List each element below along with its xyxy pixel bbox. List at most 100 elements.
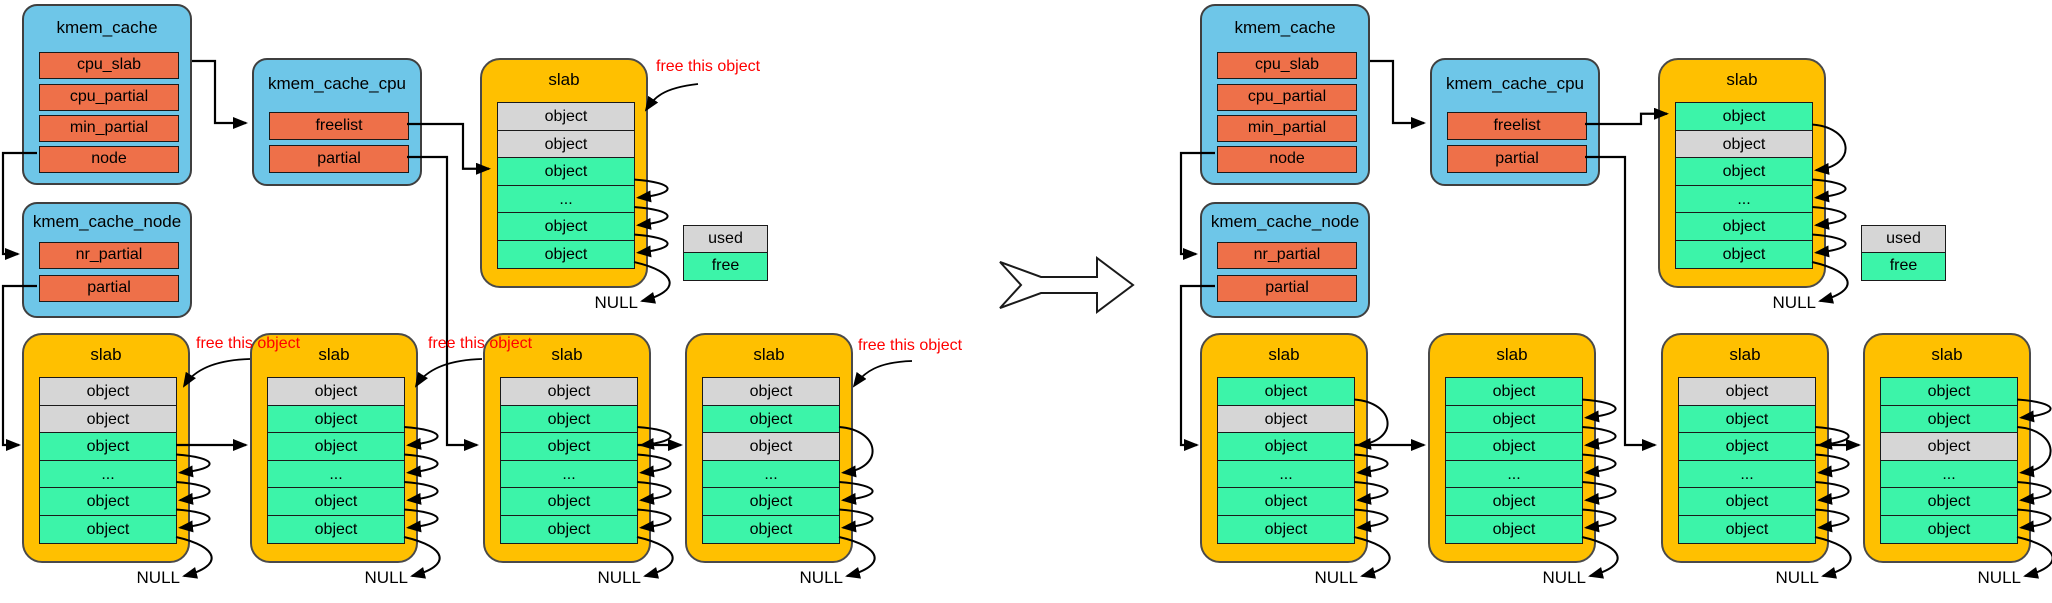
kmem_cache-field-node: node	[1217, 146, 1357, 173]
legend-free: free	[683, 252, 768, 282]
kmem_cache_cpu-title: kmem_cache_cpu	[268, 74, 406, 93]
slab-object-row-free: object	[267, 432, 405, 462]
slab-object-row-free: ...	[1217, 459, 1355, 489]
slab-object-row-free: object	[1675, 212, 1813, 242]
slab-title: slab	[1726, 70, 1758, 89]
legend-used: used	[683, 225, 768, 254]
slab-object-row-free: object	[500, 487, 638, 517]
slab-object-row-free: object	[1445, 404, 1583, 434]
slab-object-row-free: object	[1678, 404, 1816, 434]
slab-object-row-free: object	[1445, 514, 1583, 544]
slab-object-row-free: ...	[1678, 459, 1816, 489]
slab-object-row-free: object	[702, 514, 840, 544]
null-label: NULL	[1542, 568, 1586, 587]
kmem_cache_node-field-nr_partial: nr_partial	[1217, 242, 1357, 269]
slab-object-row-free: object	[39, 432, 177, 462]
slab-object-row-free: object	[1675, 239, 1813, 269]
null-label: NULL	[136, 568, 180, 587]
slab-object-row-used: object	[267, 377, 405, 407]
slab-object-row-free: object	[1445, 377, 1583, 407]
slab-object-row-free: object	[500, 432, 638, 462]
slab-title: slab	[1496, 345, 1528, 364]
null-label: NULL	[1977, 568, 2021, 587]
null-label: NULL	[799, 568, 843, 587]
slab-object-row-used: object	[1217, 404, 1355, 434]
kmem_cache_node-field-nr_partial: nr_partial	[39, 242, 179, 269]
slab-object-row-free: object	[500, 514, 638, 544]
slab-object-row-free: object	[267, 514, 405, 544]
null-label: NULL	[364, 568, 408, 587]
kmem_cache_cpu-box: kmem_cache_cpu freelist partial	[252, 58, 422, 186]
kmem_cache_cpu-field-freelist: freelist	[269, 112, 409, 140]
slab-object-row-used: object	[702, 432, 840, 462]
cpu-slab-to-kmem-cache-cpu	[192, 59, 248, 129]
null-label: NULL	[594, 293, 638, 312]
slab-object-row-free: object	[1675, 157, 1813, 187]
slab-object-row-used: object	[702, 377, 840, 407]
kmem_cache-field-node: node	[39, 146, 179, 173]
annotation-arrow	[414, 358, 483, 388]
cpu-slab-to-kmem-cache-cpu	[1370, 59, 1426, 129]
kmem_cache-field-cpu_slab: cpu_slab	[1217, 52, 1357, 79]
transition-arrow	[999, 256, 1135, 314]
slab-object-row-free: object	[1678, 432, 1816, 462]
kmem_cache-title: kmem_cache	[56, 18, 158, 37]
annotation-free-this-object: free this object	[656, 58, 761, 75]
kmem_cache_cpu-title: kmem_cache_cpu	[1446, 74, 1584, 93]
slab-object-row-free: ...	[267, 459, 405, 489]
slab-object-row-free: object	[1880, 377, 2018, 407]
kmem_cache_cpu-field-partial: partial	[1447, 145, 1587, 173]
slab-object-row-used: object	[497, 129, 635, 159]
kmem_cache_cpu-field-partial: partial	[269, 145, 409, 173]
slab-object-row-used: object	[497, 102, 635, 132]
slab-object-row-free: object	[702, 404, 840, 434]
annotation-arrow	[852, 360, 913, 388]
legend-used: used	[1861, 225, 1946, 254]
slab-title: slab	[90, 345, 122, 364]
slab-object-row-free: object	[1675, 102, 1813, 132]
slab-object-row-free: ...	[702, 459, 840, 489]
slab-object-row-used: object	[1678, 377, 1816, 407]
kmem_cache-field-cpu_partial: cpu_partial	[39, 84, 179, 111]
null-label: NULL	[1314, 568, 1358, 587]
slab-object-row-free: object	[497, 212, 635, 242]
kmem_cache-field-cpu_slab: cpu_slab	[39, 52, 179, 79]
null-label: NULL	[1775, 568, 1819, 587]
slab-title: slab	[551, 345, 583, 364]
slab-object-row-used: object	[1675, 129, 1813, 159]
slab-object-row-free: object	[497, 157, 635, 187]
annotation-free-this-object: free this object	[428, 335, 533, 352]
kmem_cache_node-title: kmem_cache_node	[1210, 212, 1360, 231]
slab-object-row-free: object	[267, 404, 405, 434]
annotation-arrow	[182, 358, 251, 388]
slab-object-row-free: object	[1880, 514, 2018, 544]
slab-object-row-free: object	[1217, 487, 1355, 517]
slab-object-row-free: ...	[1445, 459, 1583, 489]
slab-object-row-free: object	[1880, 404, 2018, 434]
slab-object-row-free: ...	[497, 184, 635, 214]
kmem_cache-field-cpu_partial: cpu_partial	[1217, 84, 1357, 111]
slab-object-row-free: object	[267, 487, 405, 517]
legend-free: free	[1861, 252, 1946, 282]
annotation-free-this-object: free this object	[196, 335, 301, 352]
slab-object-row-free: object	[500, 404, 638, 434]
kmem_cache-title: kmem_cache	[1234, 18, 1336, 37]
kmem_cache_node-title: kmem_cache_node	[32, 212, 182, 231]
annotation-arrow	[644, 83, 699, 112]
slab-object-row-free: object	[39, 514, 177, 544]
